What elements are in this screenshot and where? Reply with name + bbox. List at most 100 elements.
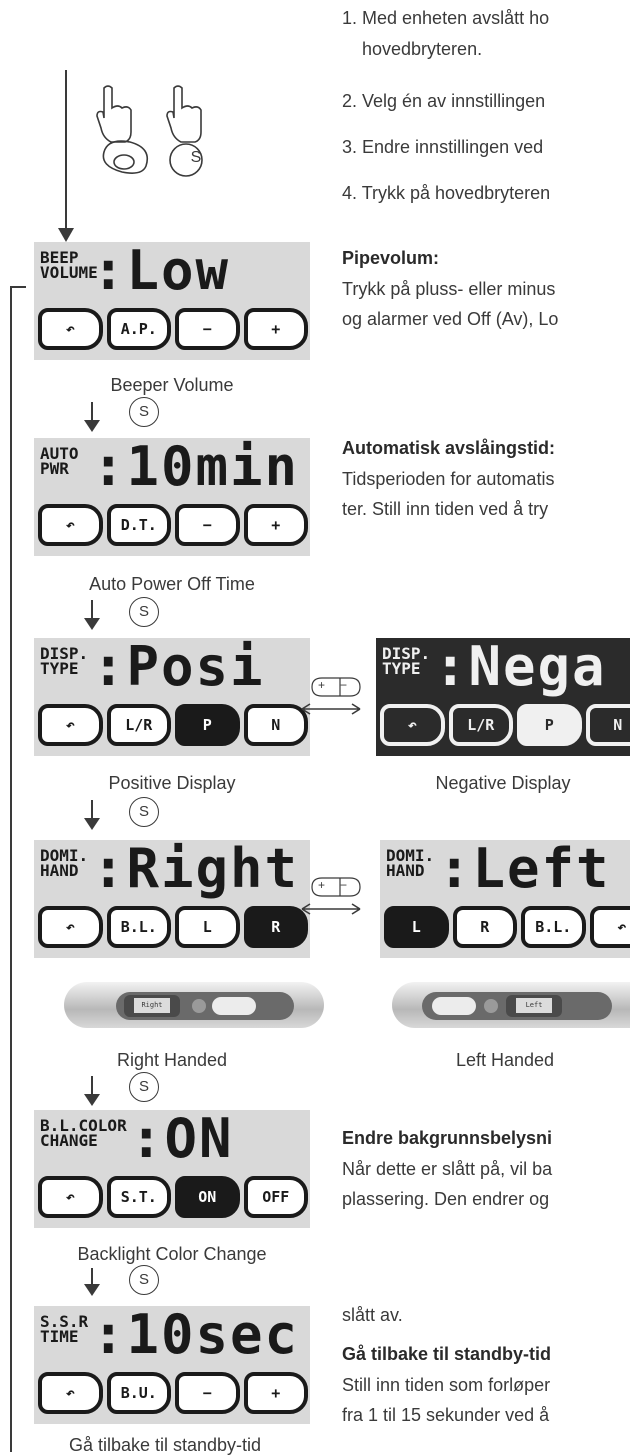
device-right-handed: Right — [64, 982, 324, 1028]
lcd-value: :Right — [92, 838, 299, 900]
lcd-backlight-color: B.L.COLOR CHANGE :ON ↶ S.T. ON OFF — [34, 1110, 310, 1228]
arrow-down-icon — [84, 1284, 100, 1296]
caption-backlight: Backlight Color Change — [22, 1244, 322, 1265]
lcd-label: DOMI. HAND — [40, 848, 88, 878]
dt-icon: D.T. — [107, 504, 172, 546]
heading-standby: Gå tilbake til standby-tid — [342, 1344, 551, 1365]
hand-icon-right — [167, 86, 201, 142]
step-4: 4. Trykk på hovedbryteren — [342, 180, 550, 207]
step-1-line-1: 1. Med enheten avslått ho — [342, 5, 549, 32]
lcd-value: :ON — [130, 1108, 234, 1170]
pm-plus-label: + — [318, 678, 325, 692]
text-backlight-2: plassering. Den endrer og — [342, 1186, 549, 1213]
lcd-left-handed: DOMI. HAND :Left L R B.L. ↶ — [380, 840, 630, 958]
r-icon: R — [244, 906, 309, 948]
back-icon: ↶ — [380, 704, 445, 746]
off-icon: OFF — [244, 1176, 309, 1218]
heading-auto: Automatisk avslåingstid: — [342, 438, 555, 459]
text-pipevolum-1: Trykk på pluss- eller minus — [342, 276, 555, 303]
lcd-label: DOMI. HAND — [386, 848, 434, 878]
lcd-value: :Low — [92, 240, 230, 302]
lcd-auto-power: AUTO PWR :10min ↶ D.T. − + — [34, 438, 310, 556]
arrow-down-icon — [58, 228, 74, 242]
l-icon: L — [175, 906, 240, 948]
s-button-label: S — [178, 149, 214, 167]
lcd-value: :Nega — [434, 636, 607, 698]
lcd-label: B.L.COLOR CHANGE — [40, 1118, 127, 1148]
text-standby-2: fra 1 til 15 sekunder ved å — [342, 1402, 549, 1429]
bl-icon: B.L. — [521, 906, 586, 948]
back-icon: ↶ — [38, 504, 103, 546]
hand-press-illustration — [90, 80, 220, 190]
back-icon: ↶ — [38, 704, 103, 746]
minus-icon: − — [175, 504, 240, 546]
back-icon: ↶ — [38, 1176, 103, 1218]
s-step-icon: S — [129, 397, 159, 427]
s-step-icon: S — [129, 797, 159, 827]
r-icon: R — [453, 906, 518, 948]
bl-icon: B.L. — [107, 906, 172, 948]
lcd-label: BEEP VOLUME — [40, 250, 98, 280]
back-icon: ↶ — [590, 906, 630, 948]
lcd-positive-display: DISP. TYPE :Posi ↶ L/R P N — [34, 638, 310, 756]
step-3: 3. Endre innstillingen ved — [342, 134, 543, 161]
p-icon: P — [175, 704, 240, 746]
pm-minus-label: − — [340, 678, 347, 692]
caption-negative-display: Negative Display — [376, 773, 630, 794]
on-icon: ON — [175, 1176, 240, 1218]
heading-backlight: Endre bakgrunnsbelysni — [342, 1128, 552, 1149]
st-icon: S.T. — [107, 1176, 172, 1218]
s-step-icon: S — [129, 1265, 159, 1295]
l-icon: L — [384, 906, 449, 948]
lcd-negative-display: DISP. TYPE :Nega ↶ L/R P N — [376, 638, 630, 756]
lcd-label: S.S.R TIME — [40, 1314, 88, 1344]
lcd-label: DISP. TYPE — [382, 646, 430, 676]
pm-minus-label: − — [340, 878, 347, 892]
double-arrow-icon — [300, 902, 362, 916]
caption-ssr: Gå tilbake til standby-tid — [10, 1438, 320, 1452]
return-loop-top — [10, 286, 26, 288]
minus-icon: − — [175, 1372, 240, 1414]
text-auto-1: Tidsperioden for automatis — [342, 466, 554, 493]
caption-positive-display: Positive Display — [34, 773, 310, 794]
heading-pipevolum: Pipevolum: — [342, 248, 439, 269]
s-step-icon: S — [129, 597, 159, 627]
hand-icon-left — [97, 86, 131, 142]
double-arrow-icon — [300, 702, 362, 716]
lcd-beep-volume: BEEP VOLUME :Low ↶ A.P. − + — [34, 242, 310, 360]
return-loop-line — [10, 286, 12, 1452]
lr-icon: L/R — [449, 704, 514, 746]
back-icon: ↶ — [38, 906, 103, 948]
bu-icon: B.U. — [107, 1372, 172, 1414]
caption-beeper-volume: Beeper Volume — [34, 375, 310, 396]
lcd-value: :Posi — [92, 636, 265, 698]
p-icon: P — [517, 704, 582, 746]
s-step-icon: S — [129, 1072, 159, 1102]
step-2: 2. Velg én av innstillingen — [342, 88, 545, 115]
device-left-handed: Left — [392, 982, 630, 1028]
device-screen: Right — [134, 998, 170, 1013]
n-icon: N — [244, 704, 309, 746]
caption-auto-power: Auto Power Off Time — [34, 574, 310, 595]
minus-icon: − — [175, 308, 240, 350]
plus-icon: + — [244, 308, 309, 350]
plus-icon: + — [244, 1372, 309, 1414]
lcd-value: :10min — [92, 436, 299, 498]
text-auto-2: ter. Still inn tiden ved å try — [342, 496, 548, 523]
device-screen: Left — [516, 998, 552, 1013]
back-icon: ↶ — [38, 308, 103, 350]
lcd-value: :10sec — [92, 1304, 299, 1366]
lcd-ssr-time: S.S.R TIME :10sec ↶ B.U. − + — [34, 1306, 310, 1424]
caption-right-handed: Right Handed — [34, 1050, 310, 1071]
plus-icon: + — [244, 504, 309, 546]
lcd-label: DISP. TYPE — [40, 646, 88, 676]
ap-icon: A.P. — [107, 308, 172, 350]
text-pipevolum-2: og alarmer ved Off (Av), Lo — [342, 306, 558, 333]
arrow-down-icon — [84, 420, 100, 432]
lcd-right-handed: DOMI. HAND :Right ↶ B.L. L R — [34, 840, 310, 958]
flow-line-top — [65, 70, 67, 235]
arrow-down-icon — [84, 1094, 100, 1106]
lcd-value: :Left — [438, 838, 611, 900]
step-1-line-2: hovedbryteren. — [362, 36, 482, 63]
text-standby-pre: slått av. — [342, 1302, 403, 1329]
